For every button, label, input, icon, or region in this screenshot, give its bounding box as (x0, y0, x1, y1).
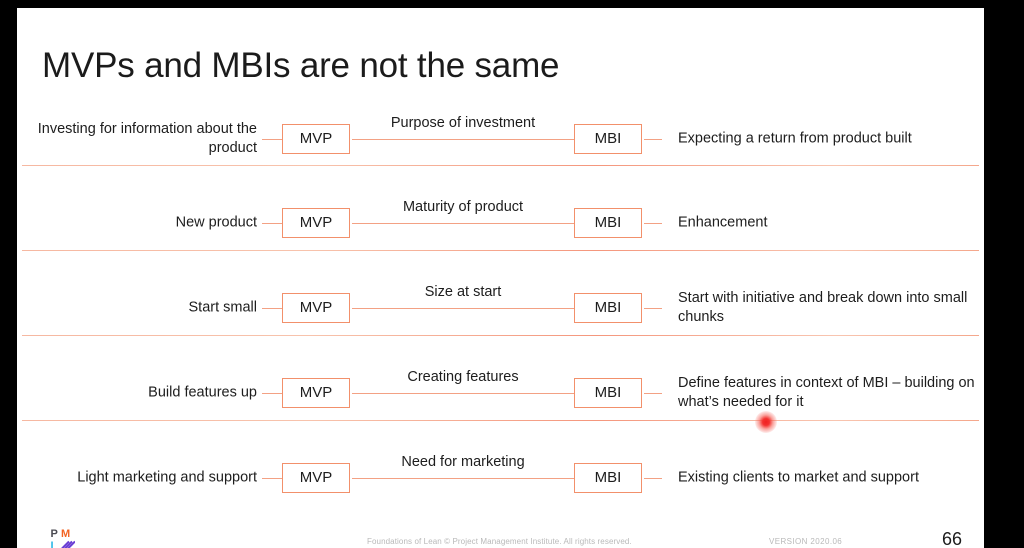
mbi-box: MBI (574, 123, 642, 154)
mbi-box: MBI (574, 207, 642, 238)
connector-middle-line (352, 392, 574, 394)
mbi-box: MBI (574, 292, 642, 323)
footer-version: VERSION 2020.06 (769, 537, 843, 546)
row-right-text: Existing clients to market and support (678, 469, 919, 485)
row-center-label: Maturity of product (402, 198, 524, 215)
row-right-text: Expecting a return from product built (678, 130, 912, 146)
row-right-text: Enhancement (678, 214, 768, 230)
connector-stub-right (644, 477, 662, 479)
row-center-label: Creating features (407, 368, 519, 385)
mbi-box: MBI (574, 377, 642, 408)
connector-stub-right (644, 307, 662, 309)
connector-middle-line (352, 307, 574, 309)
row-center-label: Need for marketing (401, 453, 525, 470)
mvp-label: MVP (299, 469, 333, 486)
row-center-label: Purpose of investment (390, 114, 536, 131)
mvp-label: MVP (299, 384, 333, 401)
row-center-label: Size at start (424, 283, 502, 300)
mbi-label: MBI (594, 299, 622, 316)
mvp-label: MVP (299, 214, 333, 231)
mvp-box: MVP (282, 377, 350, 408)
mvp-label: MVP (299, 299, 333, 316)
row-connector: MVP Purpose of investment MBI (262, 115, 662, 159)
mvp-box: MVP (282, 462, 350, 493)
svg-text:M: M (61, 528, 70, 540)
row-right-text: Start with initiative and break down int… (678, 289, 968, 325)
row-divider (22, 165, 979, 166)
page-title: MVPs and MBIs are not the same (42, 46, 560, 86)
row-connector: MVP Creating features MBI (262, 369, 662, 413)
connector-stub-left (262, 222, 282, 224)
connector-middle-line (352, 222, 574, 224)
laser-pointer-dot (755, 411, 777, 433)
row-divider (22, 420, 979, 421)
comparison-row: Start small MVP Size at start MBI Start … (17, 265, 984, 350)
mvp-box: MVP (282, 207, 350, 238)
connector-middle-line (352, 477, 574, 479)
mbi-label: MBI (594, 130, 622, 147)
connector-stub-left (262, 392, 282, 394)
mvp-box: MVP (282, 123, 350, 154)
comparison-row: Build features up MVP Creating features … (17, 350, 984, 435)
mbi-label: MBI (594, 384, 622, 401)
row-left-text: Build features up (148, 384, 257, 400)
mbi-label: MBI (594, 214, 622, 231)
connector-stub-right (644, 392, 662, 394)
row-connector: MVP Maturity of product MBI (262, 199, 662, 243)
mbi-box: MBI (574, 462, 642, 493)
svg-text:I: I (51, 540, 54, 548)
mvp-label: MVP (299, 130, 333, 147)
row-left-text: Light marketing and support (77, 469, 257, 485)
pmi-logo-icon: P M I (49, 527, 76, 548)
comparison-row: New product MVP Maturity of product MBI … (17, 180, 984, 265)
mbi-label: MBI (594, 469, 622, 486)
row-connector: MVP Size at start MBI (262, 284, 662, 328)
connector-stub-left (262, 307, 282, 309)
mvp-box: MVP (282, 292, 350, 323)
svg-text:P: P (51, 528, 58, 540)
row-left-text: New product (175, 214, 257, 230)
comparison-row: Light marketing and support MVP Need for… (17, 435, 984, 520)
row-divider (22, 250, 979, 251)
row-right-text: Define features in context of MBI – buil… (678, 374, 975, 410)
row-left-text: Investing for information about the prod… (37, 120, 257, 156)
connector-stub-right (644, 138, 662, 140)
connector-middle-line (352, 138, 574, 140)
row-divider (22, 335, 979, 336)
slide-canvas: MVPs and MBIs are not the same Investing… (17, 8, 984, 548)
footer-copyright: Foundations of Lean © Project Management… (367, 537, 632, 546)
connector-stub-left (262, 477, 282, 479)
connector-stub-right (644, 222, 662, 224)
row-left-text: Start small (188, 299, 258, 315)
comparison-row: Investing for information about the prod… (17, 96, 984, 181)
page-number: 66 (942, 529, 963, 548)
connector-stub-left (262, 138, 282, 140)
row-connector: MVP Need for marketing MBI (262, 454, 662, 498)
